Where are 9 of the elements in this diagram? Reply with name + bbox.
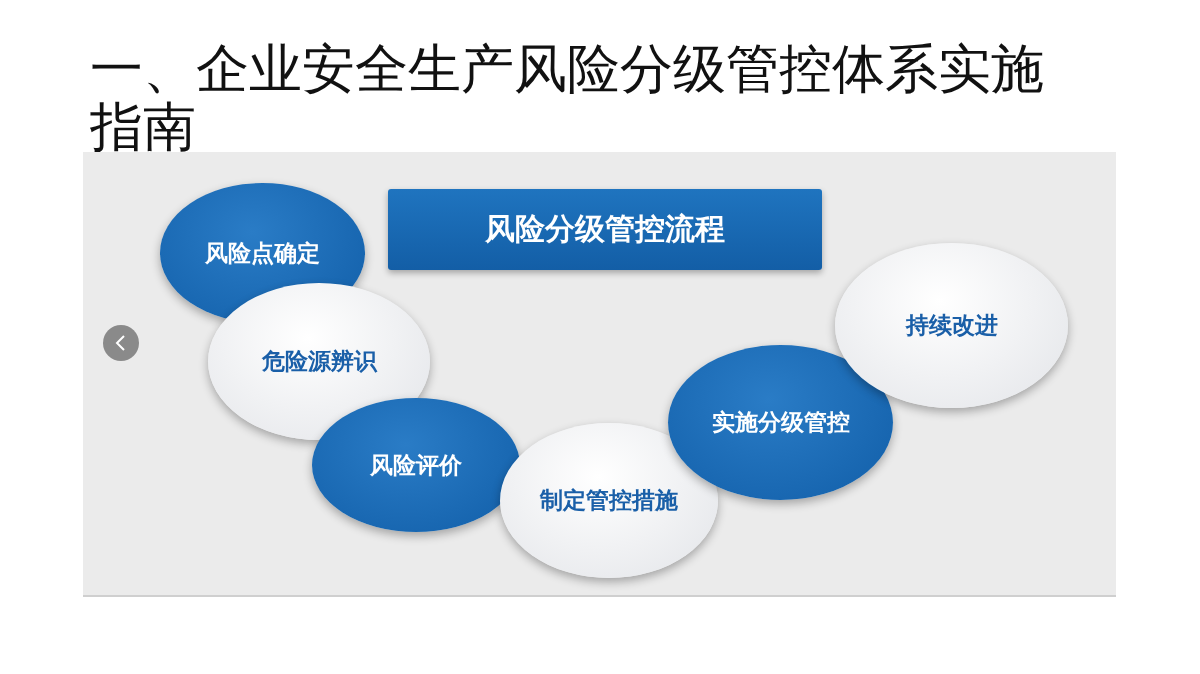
step-label: 风险评价 [370, 450, 462, 480]
page-title: 一、企业安全生产风险分级管控体系实施指南 [90, 40, 1045, 152]
step-label: 实施分级管控 [711, 408, 850, 437]
step-label: 风险点确定 [205, 238, 320, 268]
step-label: 制定管控措施 [540, 486, 678, 515]
step-label: 风险分级管控流程 [485, 210, 725, 248]
heading-box [388, 189, 822, 270]
step-label: 持续改进 [905, 311, 998, 340]
step-label: 危险源辨识 [261, 347, 377, 376]
